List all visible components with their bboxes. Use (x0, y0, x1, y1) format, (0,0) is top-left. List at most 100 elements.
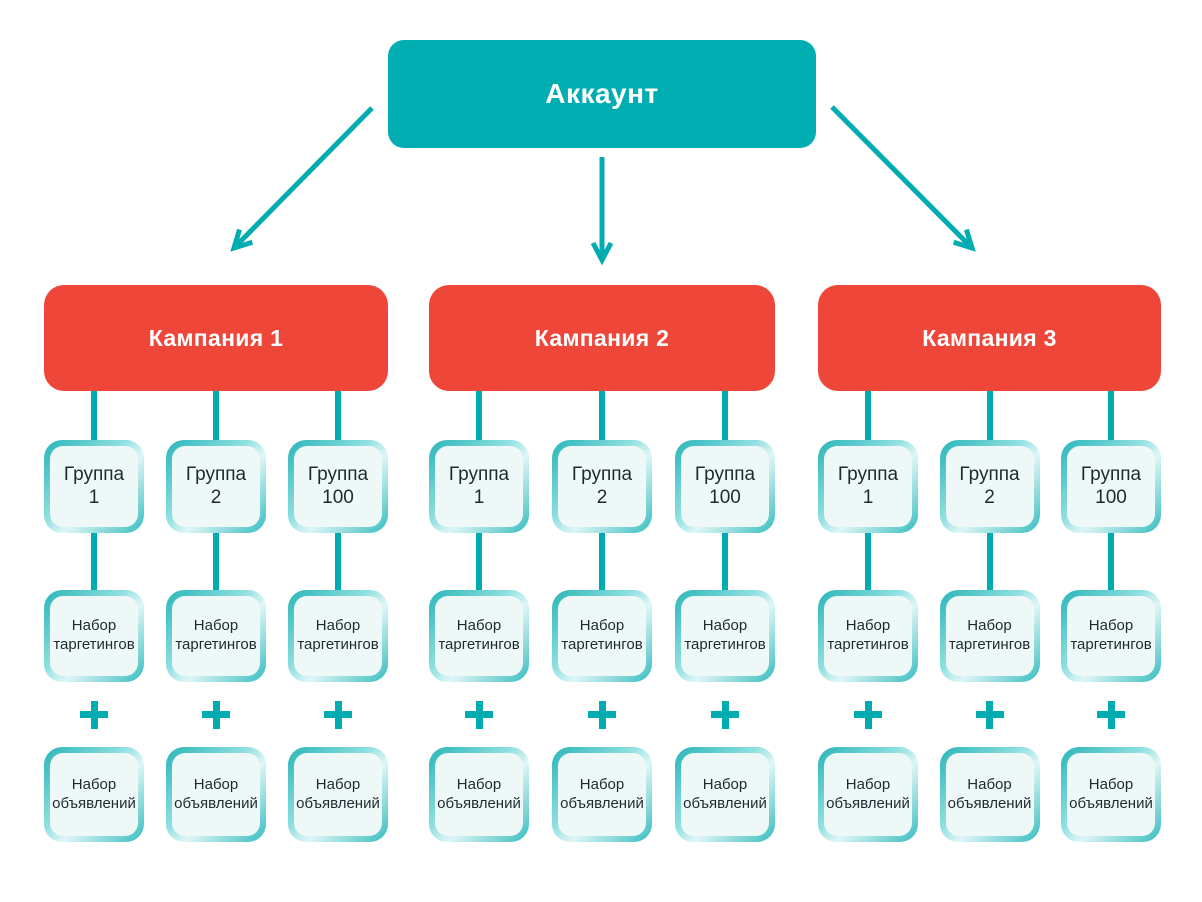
connector-line (1108, 391, 1114, 440)
connector-line (865, 533, 871, 590)
ad-set-box: Набор объявлений (675, 747, 775, 842)
group-box: Группа 2 (939, 440, 1040, 533)
targeting-label: Набор (967, 617, 1012, 635)
plus-icon (1097, 700, 1125, 729)
connector-line (213, 533, 219, 590)
plus-icon (202, 700, 230, 729)
group-label: Группа (959, 464, 1020, 486)
ads-label-2: объявлений (560, 794, 644, 812)
account-box: Аккаунт (388, 40, 816, 148)
group-box: Группа 100 (675, 440, 775, 533)
campaign-2-box: Кампания 2 (429, 285, 775, 391)
targeting-label-2: таргетингов (948, 636, 1031, 653)
group-column: Группа 2 Набор таргетингов Набор объявле… (552, 391, 652, 842)
targeting-label: Набор (71, 617, 117, 635)
group-column: Группа 100 Набор таргетингов Набор объяв… (675, 391, 775, 842)
plus-icon (324, 700, 352, 729)
targeting-label: Набор (193, 617, 239, 635)
arrow-to-campaign-3-icon (830, 105, 976, 252)
connector-line (599, 391, 605, 440)
targeting-label-2: таргетингов (175, 636, 257, 653)
targeting-label: Набор (579, 617, 625, 635)
targeting-label-2: таргетингов (684, 636, 766, 653)
group-box: Группа 2 (166, 440, 266, 533)
connector-line (335, 391, 341, 440)
plus-icon (465, 700, 493, 729)
plus-row (1097, 682, 1125, 747)
targeting-set-box: Набор таргетингов (939, 590, 1040, 682)
connector-line (865, 391, 871, 440)
ad-set-box: Набор объявлений (1061, 747, 1161, 842)
ad-set-box: Набор объявлений (44, 747, 144, 842)
group-column: Группа 100 Набор таргетингов Набор объяв… (288, 391, 388, 842)
ads-label-2: объявлений (52, 794, 136, 812)
ads-label-2: объявлений (683, 794, 767, 812)
group-box: Группа 1 (44, 440, 144, 533)
targeting-label-2: таргетингов (1070, 636, 1152, 653)
plus-row (711, 682, 739, 747)
group-label: Группа (185, 464, 247, 486)
campaign-3-section: Кампания 3 Группа 1 Набор таргетингов (818, 285, 1161, 842)
connector-line (599, 533, 605, 590)
connector-line (335, 533, 341, 590)
ads-label-2: объявлений (947, 794, 1032, 812)
connector-line (476, 391, 482, 440)
targeting-label-2: таргетингов (438, 636, 520, 653)
ad-set-box: Набор объявлений (288, 747, 388, 842)
group-number: 100 (1095, 486, 1127, 508)
connector-line (1108, 533, 1114, 590)
plus-row (202, 682, 230, 747)
group-column: Группа 100 Набор таргетингов Набор объяв… (1061, 391, 1161, 842)
targeting-label-2: таргетингов (297, 636, 379, 653)
targeting-set-box: Набор таргетингов (1061, 590, 1161, 682)
ad-set-box: Набор объявлений (818, 747, 918, 842)
campaign-3-box: Кампания 3 (818, 285, 1161, 391)
group-box: Группа 2 (552, 440, 652, 533)
targeting-label: Набор (315, 617, 361, 635)
group-number: 100 (322, 486, 354, 508)
ads-label-2: объявлений (826, 794, 910, 812)
group-box: Группа 1 (429, 440, 529, 533)
group-number: 1 (473, 486, 485, 508)
ads-label: Набор (1088, 775, 1134, 793)
targeting-set-box: Набор таргетингов (288, 590, 388, 682)
ad-set-box: Набор объявлений (552, 747, 652, 842)
campaign-2-section: Кампания 2 Группа 1 Набор таргетингов (429, 285, 775, 842)
plus-row (854, 682, 882, 747)
group-label: Группа (307, 464, 369, 486)
ads-label: Набор (71, 775, 117, 793)
group-number: 2 (984, 486, 995, 508)
group-number: 2 (210, 486, 222, 508)
targeting-label: Набор (1088, 617, 1134, 635)
group-label: Группа (694, 464, 756, 486)
targeting-set-box: Набор таргетингов (166, 590, 266, 682)
targeting-label: Набор (456, 617, 502, 635)
campaign-3-label: Кампания 3 (922, 324, 1057, 351)
ad-set-box: Набор объявлений (166, 747, 266, 842)
ad-set-box: Набор объявлений (429, 747, 529, 842)
plus-icon (975, 700, 1004, 729)
targeting-set-box: Набор таргетингов (429, 590, 529, 682)
connector-line (476, 533, 482, 590)
targeting-label: Набор (845, 617, 891, 635)
targeting-set-box: Набор таргетингов (552, 590, 652, 682)
group-label: Группа (571, 464, 633, 486)
connector-line (213, 391, 219, 440)
targeting-label-2: таргетингов (53, 636, 135, 653)
campaign-1-section: Кампания 1 Группа 1 Набор таргетингов (44, 285, 388, 842)
ads-label: Набор (579, 775, 625, 793)
plus-row (324, 682, 352, 747)
plus-row (465, 682, 493, 747)
targeting-label-2: таргетингов (827, 636, 909, 653)
group-number: 100 (709, 486, 741, 508)
account-label: Аккаунт (545, 78, 659, 109)
connector-line (722, 391, 728, 440)
targeting-label-2: таргетингов (561, 636, 643, 653)
group-column: Группа 1 Набор таргетингов Набор объявле… (44, 391, 144, 842)
ad-set-box: Набор объявлений (939, 747, 1040, 842)
ads-label: Набор (456, 775, 502, 793)
group-box: Группа 100 (288, 440, 388, 533)
group-number: 2 (596, 486, 608, 508)
plus-icon (588, 700, 616, 729)
ads-label: Набор (193, 775, 239, 793)
